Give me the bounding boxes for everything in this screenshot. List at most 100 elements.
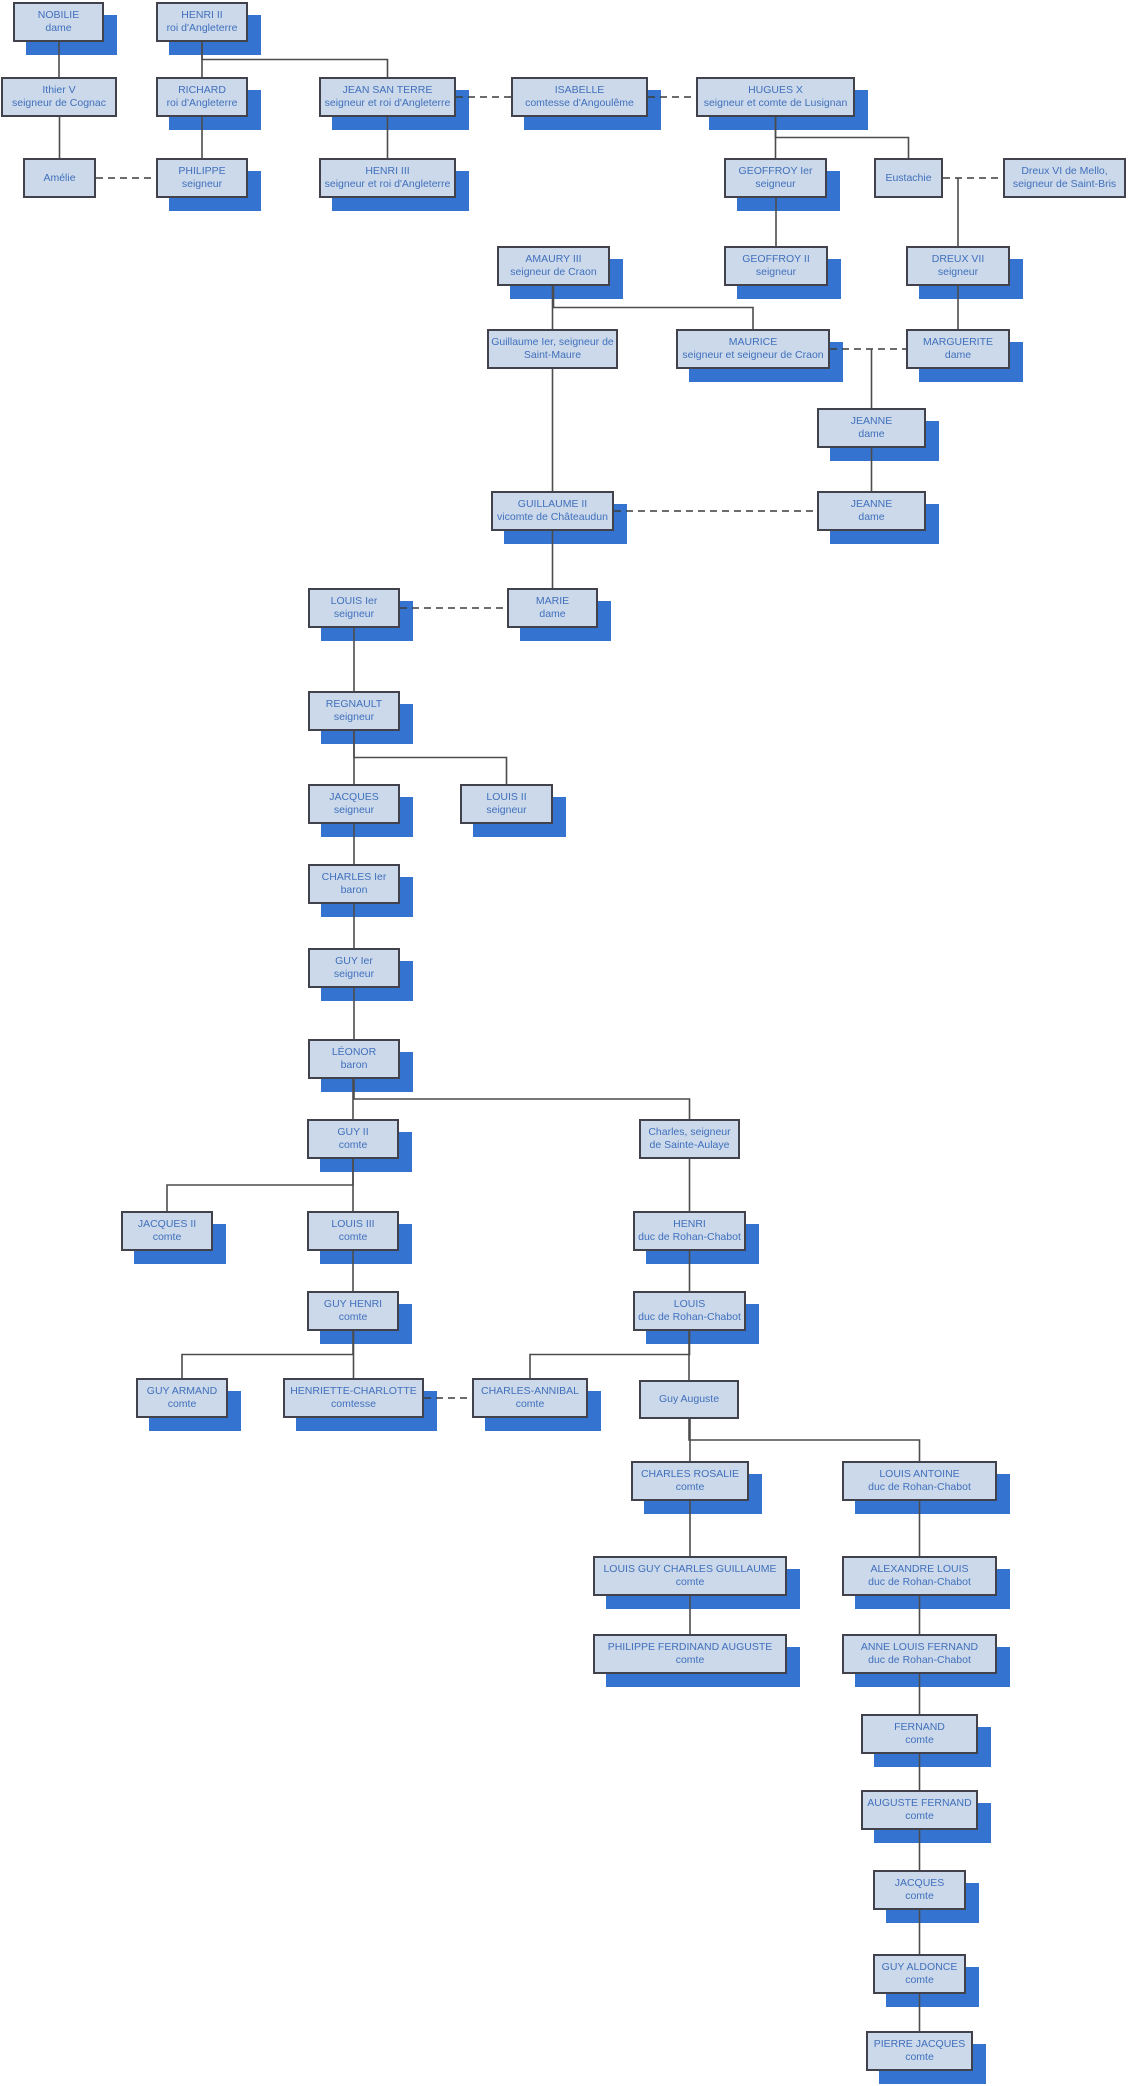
node-name: LOUIS ANTOINE (879, 1468, 960, 1480)
node-name: JACQUES II (137, 1218, 197, 1230)
node-title: comte (338, 1139, 368, 1151)
node-name: CHARLES-ANNIBAL (480, 1385, 580, 1397)
node-name: Guillaume Ier, seigneur de (491, 336, 614, 348)
node-title: dame (858, 511, 885, 523)
node-title: de Sainte-Aulaye (649, 1139, 730, 1151)
node-name: GEOFFROY II (742, 253, 810, 265)
node-name: PHILIPPE FERDINAND AUGUSTE (607, 1641, 773, 1653)
node-name: HUGUES X (748, 84, 803, 96)
node-name: MAURICE (728, 336, 778, 348)
node-title: seigneur de Cognac (12, 97, 106, 109)
node-name: LOUIS Ier (330, 595, 378, 607)
node-name: Dreux VI de Mello, (1021, 165, 1108, 177)
descent-line (353, 1079, 691, 1119)
descent-line (688, 1419, 921, 1461)
tree-node-dreux-vi[interactable]: Dreux VI de Mello,seigneur de Saint-Bris (1003, 158, 1126, 198)
node-name: NOBILIE (37, 9, 80, 21)
node-name: GUY Ier (335, 955, 373, 967)
node-title: dame (858, 428, 885, 440)
node-name: CHARLES Ier (321, 871, 387, 883)
node-title: seigneur et roi d'Angleterre (324, 97, 451, 109)
tree-node-amelie[interactable]: Amélie (23, 158, 96, 198)
node-name: HENRI (673, 1218, 706, 1230)
node-title: seigneur (333, 608, 375, 620)
tree-node-eustachie[interactable]: Eustachie (874, 158, 943, 198)
node-title: comte (905, 2051, 934, 2063)
node-title: baron (340, 884, 368, 896)
node-title: seigneur (333, 804, 375, 816)
node-name: ANNE LOUIS FERNAND (860, 1641, 979, 1653)
node-title: seigneur de Craon (510, 266, 597, 278)
descent-line (552, 286, 754, 329)
node-name: LOUIS II (486, 791, 527, 803)
node-title: dame (45, 22, 72, 34)
node-title: roi d'Angleterre (166, 97, 238, 109)
node-name: HENRI III (365, 165, 410, 177)
node-title: seigneur (333, 968, 375, 980)
tree-node-guy-auguste[interactable]: Guy Auguste (639, 1380, 739, 1419)
node-title: seigneur (333, 711, 375, 723)
node-name: JACQUES (329, 791, 379, 803)
node-title: Saint-Maure (523, 349, 582, 361)
node-name: HENRI II (181, 9, 223, 21)
node-title: roi d'Angleterre (166, 22, 238, 34)
node-title: vicomte de Châteaudun (497, 511, 608, 523)
descent-line (181, 1331, 354, 1378)
node-name: Charles, seigneur (648, 1126, 731, 1138)
node-name: JEANNE (850, 498, 893, 510)
node-name: Eustachie (885, 171, 932, 184)
node-title: comte (515, 1398, 545, 1410)
node-name: AMAURY III (525, 253, 582, 265)
node-title: seigneur et seigneur de Craon (682, 349, 824, 361)
